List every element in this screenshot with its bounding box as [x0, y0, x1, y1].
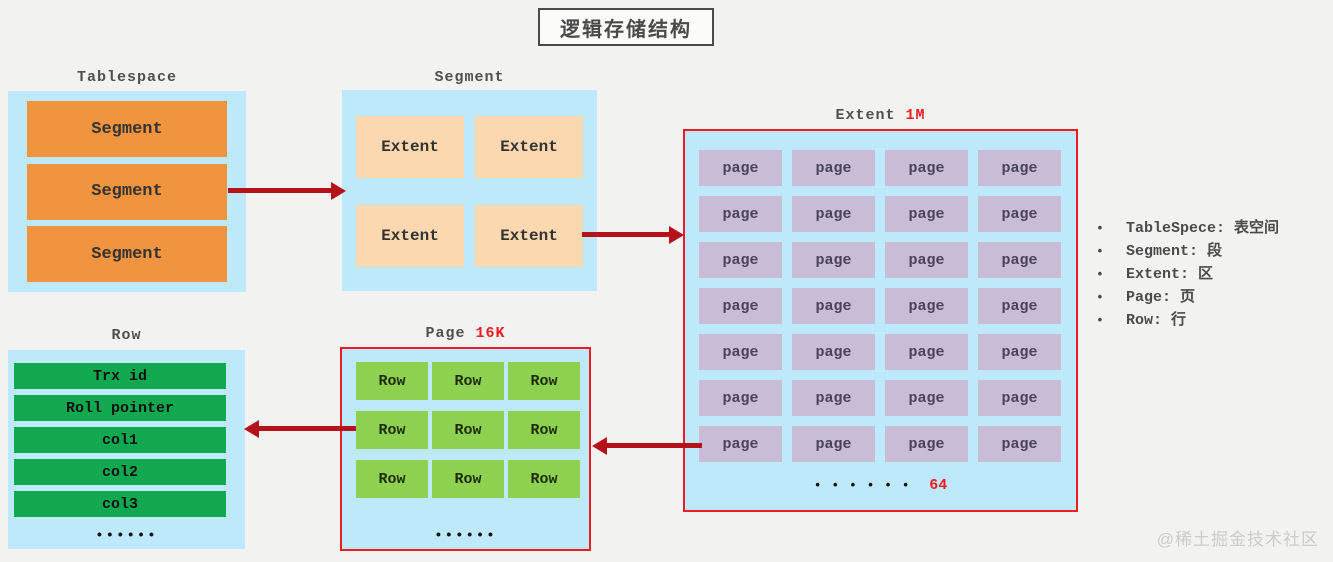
row-ellipsis: ••••••: [95, 528, 158, 544]
legend-text: Page: 页: [1126, 289, 1196, 306]
legend-item: • TableSpece: 表空间: [1088, 219, 1279, 239]
page-cell: page: [978, 242, 1061, 278]
legend-item: • Row: 行: [1088, 311, 1279, 331]
legend-text: Segment: 段: [1126, 243, 1223, 260]
page-label: Page 16K: [340, 325, 591, 342]
legend: • TableSpece: 表空间 • Segment: 段 • Extent: 区 • Pa…: [1088, 219, 1279, 331]
row-box: Trx id Roll pointer col1 col2 col3 ••••••: [8, 350, 245, 549]
page-cell: page: [792, 196, 875, 232]
bullet-icon: •: [1096, 290, 1104, 305]
bullet-icon: •: [1096, 221, 1104, 236]
page-cell: page: [792, 334, 875, 370]
page-cell: page: [885, 334, 968, 370]
extent-ellipsis-line: • • • • • • 64: [685, 476, 1076, 494]
arrowhead-left-icon: [244, 420, 259, 438]
segment-cell: Segment: [27, 226, 227, 282]
page-cell: page: [978, 288, 1061, 324]
legend-text: Extent: 区: [1126, 266, 1214, 283]
ellipsis-dots: • • • • • •: [813, 478, 911, 493]
arrowhead-right-icon: [669, 226, 684, 244]
page-size-text: 16K: [475, 325, 506, 342]
diagram-title-text: 逻辑存储结构: [560, 18, 692, 41]
page-cell: page: [792, 150, 875, 186]
page-cell: page: [792, 426, 875, 462]
extent-page-count: 64: [929, 477, 948, 494]
tablespace-label: Tablespace: [76, 69, 177, 86]
row-cell: Row: [432, 411, 504, 449]
arrowhead-left-icon: [592, 437, 607, 455]
arrow-segment-to-extent: [582, 232, 670, 237]
extent-cell: Extent: [356, 205, 464, 267]
row-cell: Row: [356, 362, 428, 400]
extent-page-grid: page page page page page page page page page page…: [685, 131, 1076, 462]
row-cell: Row: [508, 362, 580, 400]
page-cell: page: [885, 426, 968, 462]
row-cell: Row: [432, 362, 504, 400]
page-cell: page: [885, 196, 968, 232]
page-cell: page: [699, 288, 782, 324]
legend-item: • Extent: 区: [1088, 265, 1279, 285]
segment-cell: Segment: [27, 101, 227, 157]
page-cell: page: [885, 288, 968, 324]
row-field: Trx id: [14, 363, 226, 389]
legend-text: Row: 行: [1126, 312, 1187, 329]
page-cell: page: [699, 426, 782, 462]
diagram-title: 逻辑存储结构: [538, 8, 714, 46]
page-label-text: Page: [425, 325, 466, 342]
extent-cell: Extent: [475, 116, 583, 178]
arrow-extent-to-page: [606, 443, 702, 448]
page-cell: page: [792, 380, 875, 416]
extent-label-text: Extent: [835, 107, 896, 124]
row-field-list: Trx id Roll pointer col1 col2 col3: [8, 350, 245, 517]
bullet-icon: •: [1096, 267, 1104, 282]
page-cell: page: [978, 196, 1061, 232]
row-field: col3: [14, 491, 226, 517]
arrowhead-right-icon: [331, 182, 346, 200]
page-cell: page: [699, 380, 782, 416]
page-cell: page: [885, 242, 968, 278]
watermark: @稀土掘金技术社区: [1156, 530, 1319, 549]
extent-cell: Extent: [356, 116, 464, 178]
arrow-page-to-row: [258, 426, 356, 431]
page-cell: page: [792, 242, 875, 278]
segment-label: Segment: [434, 69, 505, 86]
legend-item: • Segment: 段: [1088, 242, 1279, 262]
page-cell: page: [978, 150, 1061, 186]
page-cell: page: [699, 150, 782, 186]
page-cell: page: [699, 334, 782, 370]
extent-size-text: 1M: [905, 107, 926, 124]
row-cell: Row: [356, 460, 428, 498]
arrow-tablespace-to-segment: [228, 188, 332, 193]
page-cell: page: [885, 150, 968, 186]
row-cell: Row: [432, 460, 504, 498]
page-cell: page: [699, 242, 782, 278]
row-cell: Row: [508, 460, 580, 498]
row-field: col2: [14, 459, 226, 485]
row-field: Roll pointer: [14, 395, 226, 421]
extent-cell: Extent: [475, 205, 583, 267]
extent-label: Extent 1M: [683, 107, 1078, 124]
page-cell: page: [978, 334, 1061, 370]
extent-box: page page page page page page page page page page…: [683, 129, 1078, 512]
row-cell: Row: [356, 411, 428, 449]
page-cell: page: [978, 380, 1061, 416]
bullet-icon: •: [1096, 313, 1104, 328]
legend-item: • Page: 页: [1088, 288, 1279, 308]
page-cell: page: [978, 426, 1061, 462]
legend-text: TableSpece: 表空间: [1126, 220, 1280, 237]
bullet-icon: •: [1096, 244, 1104, 259]
page-cell: page: [792, 288, 875, 324]
row-field: col1: [14, 427, 226, 453]
row-label: Row: [111, 327, 142, 344]
row-cell: Row: [508, 411, 580, 449]
page-cell: page: [699, 196, 782, 232]
page-cell: page: [885, 380, 968, 416]
page-ellipsis: ••••••: [434, 528, 497, 544]
segment-cell: Segment: [27, 163, 227, 220]
